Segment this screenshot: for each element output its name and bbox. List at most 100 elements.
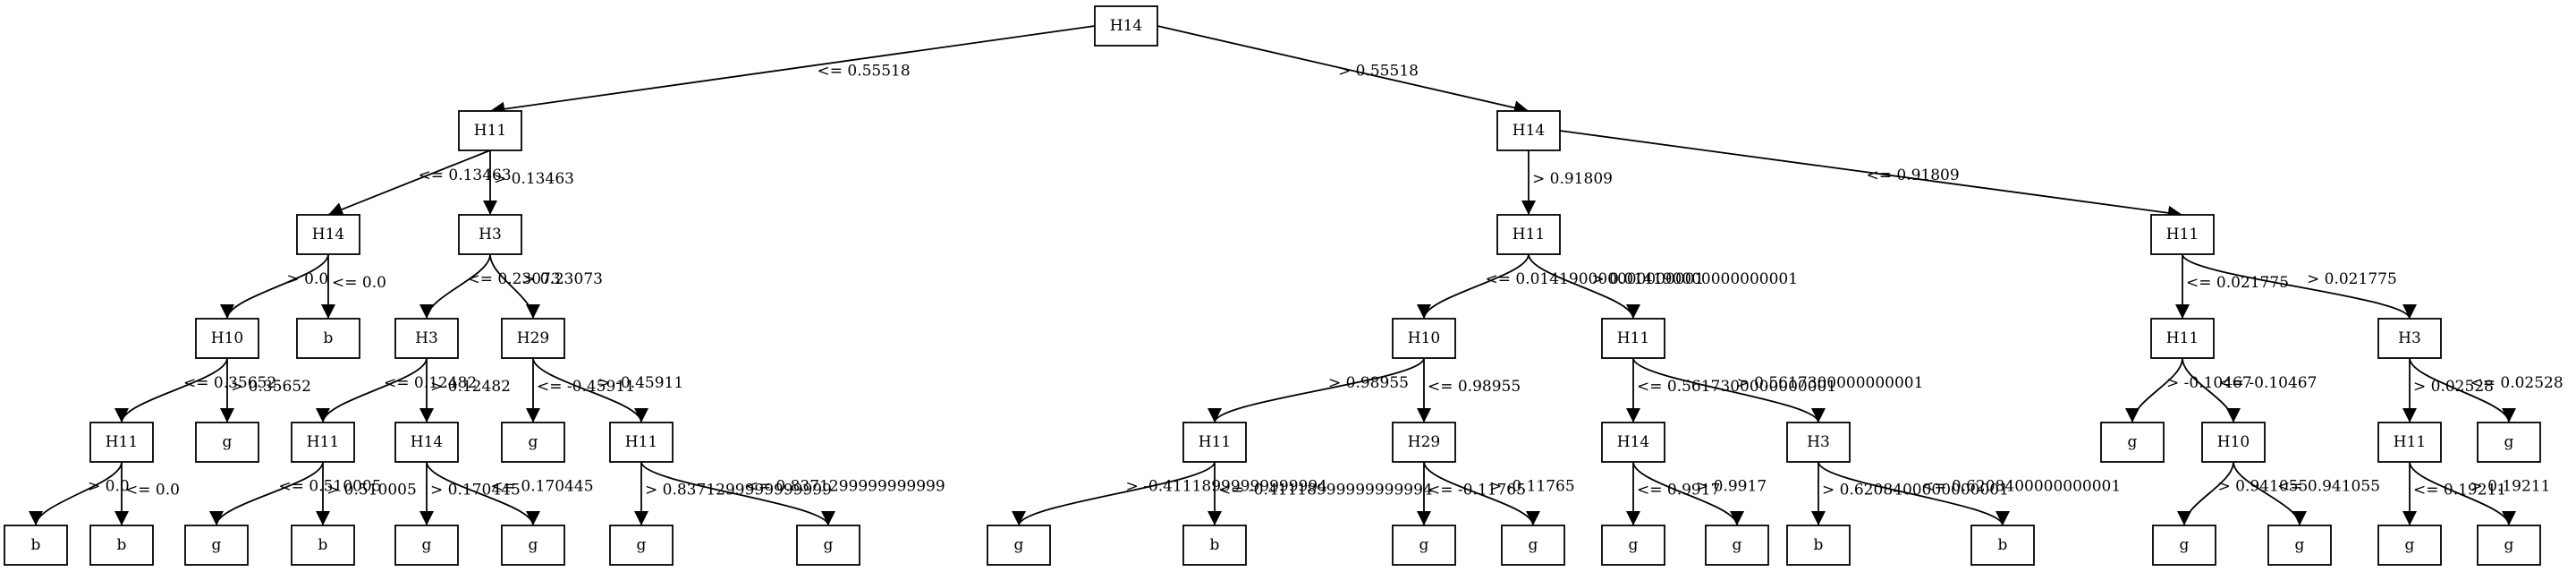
- edge-n14-n18: [426, 461, 541, 526]
- node-box: [4, 525, 68, 566]
- tree-node-n44: g: [2267, 525, 2332, 566]
- tree-node-n9: b: [4, 525, 68, 566]
- node-label: H11: [474, 122, 506, 140]
- edge-label-n27-n30: <= -0.41118999999999994: [1218, 482, 1433, 499]
- node-box: [1392, 422, 1456, 463]
- node-label: H10: [1408, 329, 1440, 347]
- edge-n25-n27: [1208, 357, 1425, 423]
- edge-label-n13-n16: > 0.510005: [326, 482, 417, 499]
- edge-n4-n11: [419, 253, 491, 320]
- tree-node-n45: H11: [2377, 422, 2442, 463]
- edge-label-n20-n22: <= 0.8371299999999999: [746, 478, 945, 496]
- node-box: [394, 525, 459, 566]
- node-box: [796, 525, 860, 566]
- edge-label-n4-n12: > 0.23073: [522, 270, 603, 288]
- edge-label-n14-n18: <= 0.170445: [491, 478, 594, 496]
- edge-n4-n12: [489, 253, 541, 320]
- node-label: g: [2504, 536, 2514, 554]
- tree-node-n11: H3: [394, 318, 459, 359]
- node-label: H11: [106, 433, 138, 451]
- node-box: [1496, 110, 1561, 151]
- edge-n12-n20: [532, 357, 649, 423]
- node-label: H3: [479, 226, 502, 243]
- node-box: [609, 525, 674, 566]
- tree-node-n8: g: [195, 422, 259, 463]
- node-label: H3: [2398, 329, 2421, 347]
- edge-label-n27-n29: > -0.41118999999999994: [1126, 478, 1327, 496]
- edge-n23-n25: [1416, 253, 1530, 320]
- edge-label-n20-n21: > 0.8371299999999999: [645, 482, 832, 499]
- tree-node-n16: b: [291, 525, 355, 566]
- edge-n3-n5: [219, 253, 329, 320]
- node-box: [2377, 525, 2442, 566]
- node-box: [1392, 525, 1456, 566]
- edge-label-n33-n35: <= 0.9917: [1637, 482, 1720, 499]
- edge-label-n2-n24: <= 0.91809: [1867, 166, 1960, 184]
- node-label: g: [2128, 433, 2138, 451]
- tree-node-n23: H11: [1496, 214, 1561, 255]
- edge-label-n4-n11: <= 0.23073: [468, 270, 561, 288]
- node-box: [1705, 525, 1769, 566]
- node-label: H11: [2166, 226, 2199, 243]
- edge-label-n40-n45: > 0.02528: [2413, 378, 2494, 396]
- node-label: g: [2295, 536, 2305, 554]
- node-label: H11: [1617, 329, 1649, 347]
- edge-label-n5-n7: <= 0.35652: [183, 374, 276, 392]
- node-label: g: [1014, 536, 1024, 554]
- edge-label-n0-n1: <= 0.55518: [818, 63, 911, 81]
- tree-node-n2: H14: [1496, 110, 1561, 151]
- edge-n24-n40: [2182, 253, 2417, 320]
- tree-node-n26: H11: [1601, 318, 1665, 359]
- node-label: H14: [1110, 17, 1142, 35]
- tree-node-n1: H11: [458, 110, 522, 151]
- edge-n40-n46: [2409, 357, 2517, 423]
- node-label: H10: [211, 329, 243, 347]
- edge-label-n2-n23: > 0.91809: [1532, 170, 1613, 188]
- node-label: g: [529, 433, 538, 451]
- node-box: [1094, 5, 1158, 47]
- edge-n5-n7: [114, 357, 228, 423]
- tree-node-n18: g: [501, 525, 565, 566]
- node-box: [2477, 525, 2541, 566]
- tree-node-n36: g: [1705, 525, 1769, 566]
- node-label: H11: [1199, 433, 1231, 451]
- edge-label-n11-n13: <= 0.12482: [384, 374, 477, 392]
- tree-node-n7: H11: [89, 422, 154, 463]
- edge-label-n12-n20: > -0.45911: [598, 374, 684, 392]
- tree-node-n14: H14: [394, 422, 459, 463]
- tree-node-n28: H29: [1392, 422, 1456, 463]
- node-label: g: [824, 536, 834, 554]
- edge-label-n1-n4: > 0.13463: [494, 170, 574, 188]
- edge-label-n28-n31: <= -0.11765: [1428, 482, 1526, 499]
- edge-label-n45-n47: <= 0.19211: [2413, 482, 2506, 499]
- tree-node-n10: b: [89, 525, 154, 566]
- node-label: H29: [517, 329, 549, 347]
- edge-label-n24-n40: > 0.021775: [2307, 270, 2397, 288]
- node-box: [89, 422, 154, 463]
- node-box: [2152, 525, 2216, 566]
- tree-node-n24: H11: [2150, 214, 2215, 255]
- tree-node-n20: H11: [609, 422, 674, 463]
- tree-node-n34: H3: [1786, 422, 1851, 463]
- node-label: b: [1210, 536, 1220, 554]
- edge-label-n3-n6: <= 0.0: [332, 274, 386, 292]
- node-box: [1182, 525, 1247, 566]
- edge-n27-n29: [1012, 461, 1216, 526]
- edge-label-n34-n38: <= 0.6208400000000001: [1921, 478, 2121, 496]
- node-box: [291, 422, 355, 463]
- node-box: [1786, 525, 1851, 566]
- node-label: H14: [1617, 433, 1649, 451]
- edge-label-n42-n44: <= 0.941055: [2277, 478, 2380, 496]
- node-box: [184, 525, 249, 566]
- node-label: g: [1733, 536, 1742, 554]
- node-box: [458, 110, 522, 151]
- node-box: [1392, 318, 1456, 359]
- node-label: g: [637, 536, 647, 554]
- node-box: [2100, 422, 2165, 463]
- node-box: [1496, 214, 1561, 255]
- tree-node-n38: b: [1970, 525, 2035, 566]
- node-box: [458, 214, 522, 255]
- edge-label-n33-n36: > 0.9917: [1696, 478, 1767, 496]
- edge-label-n40-n46: <= 0.02528: [2470, 374, 2563, 392]
